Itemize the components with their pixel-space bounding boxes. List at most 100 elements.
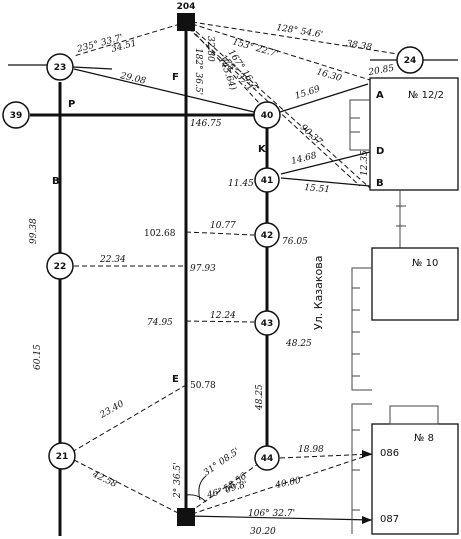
dash-204-to-23 <box>73 23 181 57</box>
station-24-label: 24 <box>404 56 417 66</box>
m-d-42-main: 102.68 <box>144 229 176 239</box>
m-d-22-21: 60.15 <box>33 344 43 370</box>
building-labels: № 12/2 A D B № 10 № 8 086 087 <box>376 90 444 525</box>
station-22-circle <box>46 252 74 280</box>
dashed-lines <box>71 21 399 515</box>
dash-21-to-e <box>71 384 187 453</box>
dash-43-to-main <box>185 320 255 323</box>
m-a-bottom-44: 31° 08.5' <box>202 447 242 479</box>
building-12-2-corner-a: A <box>376 90 384 101</box>
angle-arc-bottom <box>185 494 207 503</box>
building-8-outline <box>371 423 459 535</box>
building-8-porch <box>389 405 439 425</box>
m-d-41-d: 14.68 <box>290 151 318 167</box>
m-d-22-off: 22.34 <box>99 255 126 265</box>
station-204-marker <box>177 13 195 31</box>
m-d-43-main: 74.95 <box>147 318 173 328</box>
dash-42-to-main <box>185 231 255 236</box>
building-12-2-corner-b: B <box>376 178 384 189</box>
m-d-bottom-087: 30.20 <box>250 527 276 537</box>
point-letters: P F B K E <box>52 72 267 385</box>
m-d-204-40: 32.80 <box>205 36 215 62</box>
m-d-39-40: 146.75 <box>190 119 222 129</box>
m-d-40-a: 15.69 <box>294 84 322 102</box>
m-d-204-b: 90.37 <box>298 123 324 148</box>
m-d-43-len: 48.25 <box>285 339 312 349</box>
m-d-a-24: 20.85 <box>367 64 395 79</box>
dash-204-to-a <box>191 23 371 81</box>
station-41-circle <box>254 167 280 193</box>
m-d-43-off: 12.24 <box>210 311 236 321</box>
station-40-label: 40 <box>261 111 274 121</box>
building-10-outline <box>371 247 459 321</box>
station-204-label: 204 <box>177 2 196 12</box>
m-d-43-44: 48.25 <box>255 384 265 411</box>
point-k-label: K <box>258 144 267 155</box>
station-42-circle <box>254 222 280 248</box>
station-39-circle <box>2 101 30 129</box>
station-22-label: 22 <box>54 262 67 272</box>
building-10-number: № 10 <box>412 258 438 269</box>
m-d-42-off: 10.77 <box>210 221 236 231</box>
station-24-circle <box>396 46 424 74</box>
station-39-label: 39 <box>10 111 23 121</box>
m-d-21-bottom: 42.58 <box>90 469 119 490</box>
line-bottom-to-087 <box>187 515 373 521</box>
point-f-label: F <box>172 72 179 83</box>
m-d-40-41: 11.45 <box>228 179 254 189</box>
station-21-circle <box>48 442 76 470</box>
station-bottom-marker <box>177 508 195 526</box>
station-labels: 204 23 24 39 40 41 42 43 44 22 21 <box>10 2 417 464</box>
arrow-to-086 <box>362 450 372 458</box>
point-e-label: E <box>172 374 179 385</box>
building-12-2 <box>349 77 459 248</box>
m-d-22-main: 97.93 <box>190 264 216 274</box>
m-d-41-b: 15.51 <box>304 183 331 195</box>
building-12-2-outline <box>369 77 459 191</box>
m-d-44-086: 18.98 <box>298 445 324 455</box>
building-8-side <box>351 403 372 534</box>
dash-204-to-b <box>189 25 371 189</box>
m-d-204-24: 38.38 <box>346 39 373 53</box>
building-8-number: № 8 <box>414 433 434 444</box>
m-a-204-24: 128° 54.6' <box>276 23 324 40</box>
street-label: Ул. Казакова <box>312 256 325 330</box>
point-p-dot <box>58 113 62 117</box>
building-8 <box>351 403 459 535</box>
building-10 <box>351 247 459 391</box>
building-12-2-number: № 12/2 <box>408 90 444 101</box>
station-23-circle <box>46 53 74 81</box>
line-23-to-40 <box>73 68 255 113</box>
m-d-b-22: 99.38 <box>29 218 39 244</box>
line-41-to-d <box>280 151 371 175</box>
station-23-label: 23 <box>54 63 67 73</box>
building-12-2-wing <box>349 99 370 151</box>
station-44-circle <box>254 445 280 471</box>
m-d-23-40: 29.08 <box>118 71 147 87</box>
line-23-right <box>72 66 113 70</box>
point-p-label: P <box>68 99 75 110</box>
point-b-label: B <box>52 176 60 187</box>
building-12-2-corner-d: D <box>376 146 384 157</box>
thin-lines <box>8 59 458 521</box>
m-a-bottom-087: 106° 32.7' <box>248 509 295 519</box>
building-8-corner-087: 087 <box>380 514 399 525</box>
dash-204-to-24 <box>191 21 399 55</box>
dash-21-to-bottom <box>73 459 181 515</box>
station-44-label: 44 <box>261 454 274 464</box>
arrow-to-087 <box>362 516 372 524</box>
station-41-label: 41 <box>261 176 274 186</box>
angle-arrow-bottom <box>198 475 207 501</box>
m-d-bottom-086: 40.00 <box>274 476 303 491</box>
m-d-e-main: 50.78 <box>190 381 216 391</box>
station-40-circle <box>253 101 281 129</box>
building-10-side <box>351 267 372 391</box>
line-41-to-b <box>280 177 371 187</box>
station-43-label: 43 <box>261 319 274 329</box>
measurement-labels: 235° 33.7' 34.51 128° 54.6' 38.38 153° 2… <box>29 23 395 537</box>
building-8-corner-086: 086 <box>380 448 399 459</box>
station-42-label: 42 <box>261 231 274 241</box>
m-d-42-len: 76.05 <box>282 237 308 247</box>
m-d-d-b: 12.35 <box>360 150 370 176</box>
